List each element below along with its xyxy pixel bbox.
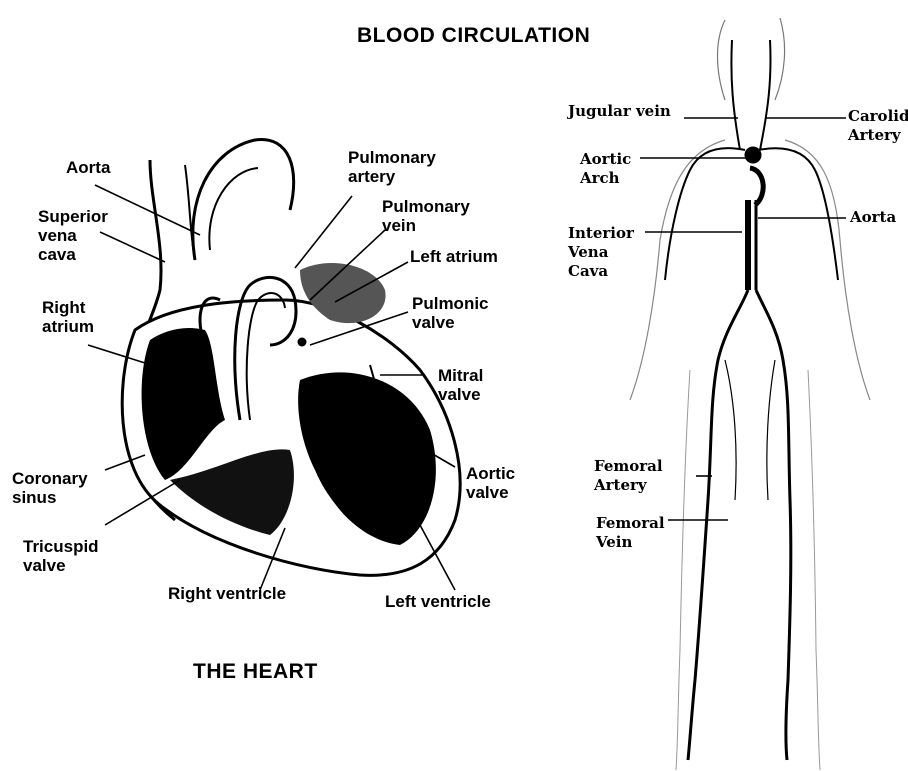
label-aortic-arch: Aortic Arch	[580, 150, 631, 188]
label-left-atrium: Left atrium	[410, 247, 498, 266]
label-pulmonary-artery: Pulmonary artery	[348, 148, 436, 186]
label-aorta: Aorta	[66, 158, 110, 177]
label-pulmonic-valve: Pulmonic valve	[412, 294, 489, 332]
main-title: BLOOD CIRCULATION	[357, 24, 590, 48]
label-mitral-valve: Mitral valve	[438, 366, 483, 404]
label-left-ventricle: Left ventricle	[385, 592, 491, 611]
label-aorta-body: Aorta	[850, 208, 896, 227]
label-pulmonary-vein: Pulmonary vein	[382, 197, 470, 235]
label-aortic-valve: Aortic valve	[466, 464, 515, 502]
label-carotid-artery: Carolid Artery	[848, 107, 908, 145]
label-right-ventricle: Right ventricle	[168, 584, 286, 603]
label-superior-vena-cava: Superior vena cava	[38, 207, 108, 264]
label-coronary-sinus: Coronary sinus	[12, 469, 88, 507]
label-inferior-vena-cava: Interior Vena Cava	[568, 224, 634, 281]
label-tricuspid-valve: Tricuspid valve	[23, 537, 99, 575]
body-illustration	[630, 18, 870, 770]
aorta-shape	[193, 140, 294, 260]
label-right-atrium: Right atrium	[42, 298, 94, 336]
body-leader-lines	[640, 118, 846, 520]
head-outline	[718, 18, 785, 100]
label-femoral-artery: Femoral Artery	[594, 457, 663, 495]
heart-title: THE HEART	[193, 660, 318, 684]
label-femoral-vein: Femoral Vein	[596, 514, 665, 552]
label-jugular-vein: Jugular vein	[568, 102, 671, 121]
